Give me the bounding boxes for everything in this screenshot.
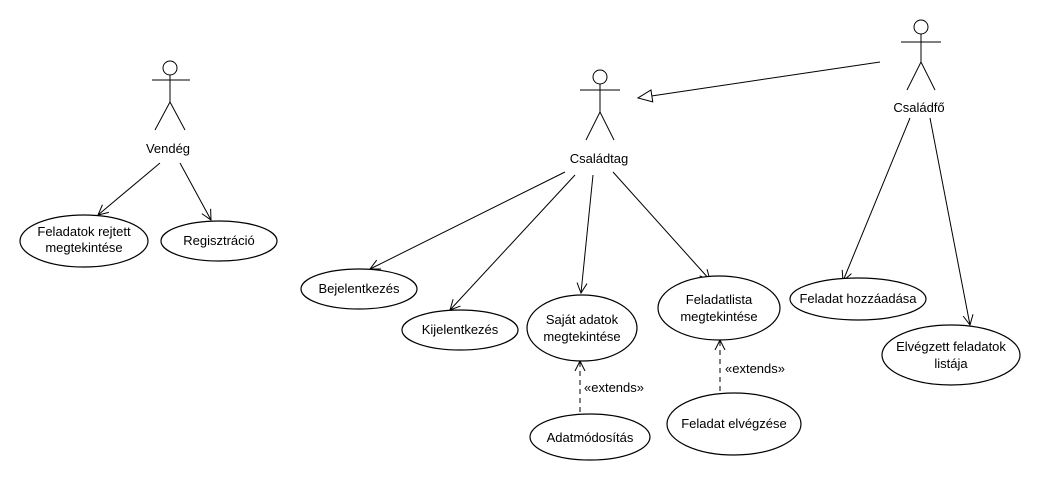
extends-label-1: «extends» bbox=[584, 380, 644, 395]
usecase-bejelentkezes[interactable]: Bejelentkezés bbox=[300, 268, 418, 310]
usecase-elvegzett-line2: listája bbox=[934, 356, 968, 371]
actor-vendeg-label: Vendég bbox=[146, 141, 190, 156]
usecase-feladatlista[interactable]: Feladatlista megtekintése bbox=[657, 275, 781, 341]
usecase-feladatlista-line2: megtekintése bbox=[680, 309, 757, 324]
usecase-kijelentkezes-label: Kijelentkezés bbox=[422, 322, 499, 337]
assoc-bejelentkezes bbox=[370, 171, 566, 269]
actor-csaladtag: Családtag bbox=[570, 69, 629, 166]
usecase-feladat-hozzaadasa-label: Feladat hozzáadása bbox=[799, 291, 917, 306]
usecase-elvegzett-line1: Elvégzett feladatok bbox=[896, 339, 1006, 354]
actor-csaladfo-label: Családfő bbox=[893, 100, 944, 115]
assoc-elvegzett bbox=[929, 117, 970, 325]
assoc-kijelentkezes bbox=[450, 174, 576, 310]
usecase-regisztracio-label: Regisztráció bbox=[183, 233, 255, 248]
assoc-vendeg-feladatok bbox=[98, 162, 161, 215]
extends-label-2: «extends» bbox=[725, 361, 785, 376]
assoc-feladatlista bbox=[612, 171, 710, 280]
usecase-elvegzett-feladatok[interactable]: Elvégzett feladatok listája bbox=[881, 324, 1021, 386]
usecase-adatmodositas[interactable]: Adatmódosítás bbox=[529, 413, 651, 461]
usecase-feladatok-rejtett-line1: Feladatok rejtett bbox=[37, 224, 131, 239]
actor-csaladfo: Családfő bbox=[893, 19, 945, 115]
usecase-feladatok-rejtett-line2: megtekintése bbox=[45, 240, 122, 255]
usecase-feladatlista-line1: Feladatlista bbox=[686, 292, 753, 307]
usecase-bejelentkezes-label: Bejelentkezés bbox=[319, 281, 400, 296]
usecase-feladat-elvegzese-label: Feladat elvégzése bbox=[681, 416, 787, 431]
usecase-adatmodositas-label: Adatmódosítás bbox=[547, 430, 634, 445]
actor-csaladtag-label: Családtag bbox=[570, 151, 629, 166]
usecase-feladat-hozzaadasa[interactable]: Feladat hozzáadása bbox=[789, 277, 927, 321]
assoc-feladat-hozzaadasa bbox=[843, 117, 911, 281]
assoc-vendeg-regisztracio bbox=[179, 162, 211, 220]
generalization-arrow bbox=[638, 61, 881, 98]
usecase-feladat-elvegzese[interactable]: Feladat elvégzése bbox=[666, 392, 802, 456]
usecase-kijelentkezes[interactable]: Kijelentkezés bbox=[401, 309, 519, 351]
usecase-sajat-adatok-line1: Saját adatok bbox=[546, 312, 619, 327]
usecase-feladatok-rejtett[interactable]: Feladatok rejtett megtekintése bbox=[19, 214, 149, 268]
assoc-sajat-adatok bbox=[581, 174, 594, 293]
usecase-regisztracio[interactable]: Regisztráció bbox=[160, 220, 278, 262]
usecase-sajat-adatok-line2: megtekintése bbox=[543, 329, 620, 344]
actor-vendeg: Vendég bbox=[146, 60, 190, 156]
usecase-sajat-adatok[interactable]: Saját adatok megtekintése bbox=[526, 294, 638, 362]
